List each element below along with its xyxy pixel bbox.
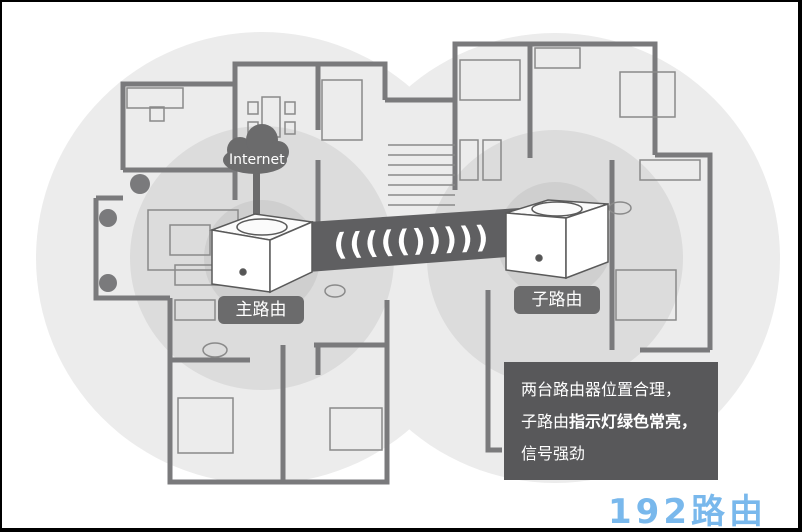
watermark: 192路由网 xyxy=(608,492,767,528)
info-line-1: 两台路由器位置合理， xyxy=(521,380,682,399)
main-router-label: 主路由 xyxy=(218,296,304,324)
info-line-2: 子路由指示灯绿色常亮， xyxy=(521,412,698,431)
cloud-icon xyxy=(223,124,289,174)
info-box: 两台路由器位置合理， 子路由指示灯绿色常亮， 信号强劲 xyxy=(504,362,718,480)
sub-router-label: 子路由 xyxy=(514,286,600,314)
info-line-3: 信号强劲 xyxy=(521,444,586,463)
internet-label: Internet xyxy=(229,152,285,168)
